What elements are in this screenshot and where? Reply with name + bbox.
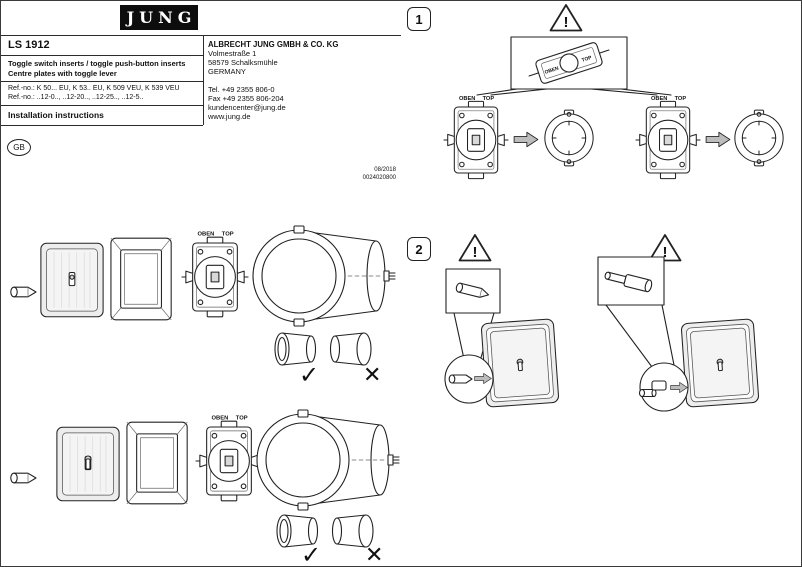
short-pin-drawing (455, 282, 490, 298)
correct-mark-icon: ✓ (299, 361, 319, 389)
oben-label: OBEN (544, 65, 560, 75)
warning-triangle-icon (549, 4, 583, 32)
company-tel: Tel. +49 2355 806-0 (208, 85, 275, 94)
correct-mark-icon: ✓ (301, 541, 321, 567)
callout-line (605, 304, 653, 368)
warning-triangle-icon (458, 234, 492, 262)
direction-arrow-icon (705, 131, 731, 148)
product-desc-line2: Centre plates with toggle lever (8, 69, 117, 78)
pin-insert-detail (448, 373, 492, 384)
support-ring-drawing (734, 109, 784, 167)
frame-drawing (126, 421, 188, 505)
box-orientation-wrong (329, 332, 372, 366)
ref-line2: Ref.-no.: ..12-0.., ..12-20.., ..12-25..… (8, 94, 144, 101)
assembly-row-2: ✓ ✕ (10, 409, 400, 567)
switch-insert-drawing (181, 231, 249, 318)
extension-lever-drawing (604, 271, 653, 293)
wall-box-drawing (252, 225, 396, 327)
callout-box (597, 256, 665, 306)
divider-line (1, 55, 203, 56)
document-title: Installation instructions (8, 110, 104, 120)
company-address-block: ALBRECHT JUNG GMBH & CO. KG Volmestraße … (208, 40, 338, 121)
company-street: Volmestraße 1 (208, 49, 257, 58)
switch-insert-drawing (635, 95, 701, 180)
toggle-pin-drawing (10, 286, 37, 298)
toggle-pin-drawing (10, 472, 37, 484)
language-badge: GB (7, 139, 31, 156)
switch-insert-drawing (443, 95, 509, 180)
step-1-number: 1 (415, 11, 423, 27)
company-email: kundencenter@jung.de (208, 103, 286, 112)
direction-arrow-icon (513, 131, 539, 148)
frame-drawing (110, 237, 172, 321)
wrong-mark-icon: ✕ (363, 363, 381, 388)
jung-logo-text: JUNG (126, 8, 197, 27)
step2-drawing (444, 234, 760, 412)
document-codes: 08/2018 0024020800 (326, 167, 396, 182)
product-desc-line1: Toggle switch inserts / toggle push-butt… (8, 59, 186, 68)
language-badge-text: GB (13, 143, 25, 152)
ref-line1: Ref.-no.: K 50... EU, K 53.. EU, K 509 V… (8, 85, 180, 92)
wrong-mark-icon: ✕ (365, 543, 383, 567)
callout-line (490, 88, 548, 96)
step-2-number: 2 (415, 241, 423, 257)
jung-logo: JUNG (120, 5, 198, 30)
centre-plate-drawing (480, 318, 560, 408)
company-country: GERMANY (208, 67, 246, 76)
top-label: TOP (581, 55, 593, 64)
callout-line (476, 88, 518, 96)
doc-number: 0024020800 (362, 174, 396, 181)
company-fax: Fax +49 2355 806-204 (208, 94, 284, 103)
callout-line (620, 88, 672, 96)
reference-numbers: Ref.-no.: K 50... EU, K 53.. EU, K 509 V… (8, 84, 180, 102)
step-1-marker: 1 (407, 7, 431, 31)
product-code: LS 1912 (8, 39, 50, 51)
rocker-plate-drawing (40, 242, 104, 318)
divider-line (1, 35, 401, 36)
step-2-marker: 2 (407, 237, 431, 261)
divider-line (1, 125, 203, 126)
callout-line (590, 88, 658, 96)
company-name: ALBRECHT JUNG GMBH & CO. KG (208, 40, 339, 49)
lever-insert-detail (638, 380, 688, 398)
assembly-row-1: ✓ ✕ (10, 225, 396, 389)
wall-box-drawing (256, 409, 400, 511)
product-description: Toggle switch inserts / toggle push-butt… (8, 59, 185, 79)
centre-plate-drawing (680, 318, 760, 408)
callout-line (661, 304, 675, 366)
switch-insert-drawing (195, 415, 263, 502)
divider-line (1, 105, 203, 106)
date-code: 08/2018 (374, 167, 396, 173)
company-city: 58579 Schalksmühle (208, 58, 278, 67)
installed-lever-pin (84, 455, 92, 470)
support-ring-drawing (544, 109, 594, 167)
tilted-insert-drawing: OBEN TOP (528, 42, 610, 84)
divider-line (1, 81, 203, 82)
step1-drawing: OBEN TOP (443, 4, 784, 180)
callout-line (453, 312, 465, 360)
divider-line (203, 35, 204, 125)
company-website: www.jung.de (208, 112, 251, 121)
